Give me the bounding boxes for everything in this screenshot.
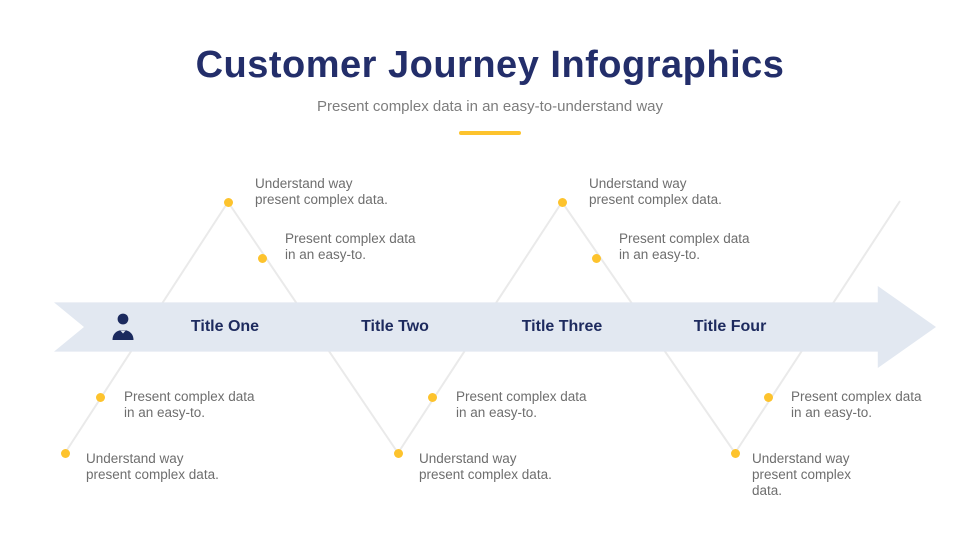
annotation-bottom-3-primary: Present complex data in an easy-to. xyxy=(791,389,922,421)
timeline-title-three: Title Three xyxy=(521,318,603,335)
timeline-dot xyxy=(428,393,437,402)
timeline-dot xyxy=(592,254,601,263)
annotation-top-2-primary: Understand way present complex data. xyxy=(589,176,722,208)
page-title: Customer Journey Infographics xyxy=(195,44,785,86)
timeline-dot xyxy=(224,198,233,207)
annotation-bottom-1-primary: Present complex data in an easy-to. xyxy=(124,389,255,421)
timeline-dot xyxy=(258,254,267,263)
timeline-dot xyxy=(764,393,773,402)
timeline-title-two: Title Two xyxy=(361,318,429,335)
annotation-top-1-primary: Understand way present complex data. xyxy=(255,176,388,208)
timeline-dot xyxy=(96,393,105,402)
accent-underline xyxy=(459,131,521,135)
annotation-top-2-secondary: Present complex data in an easy-to. xyxy=(619,231,750,263)
timeline-title-one: Title One xyxy=(190,318,260,335)
annotation-bottom-2-primary: Present complex data in an easy-to. xyxy=(456,389,587,421)
annotation-bottom-2-secondary: Understand way present complex data. xyxy=(419,451,552,483)
timeline-dot xyxy=(558,198,567,207)
person-icon xyxy=(112,313,134,340)
annotation-bottom-1-secondary: Understand way present complex data. xyxy=(86,451,219,483)
annotation-bottom-3-secondary: Understand way present complex data. xyxy=(752,451,852,499)
annotation-top-1-secondary: Present complex data in an easy-to. xyxy=(285,231,416,263)
timeline-dot xyxy=(61,449,70,458)
timeline-title-four: Title Four xyxy=(693,318,767,335)
timeline-dot xyxy=(394,449,403,458)
timeline-dot xyxy=(731,449,740,458)
page-subtitle: Present complex data in an easy-to-under… xyxy=(316,98,664,115)
